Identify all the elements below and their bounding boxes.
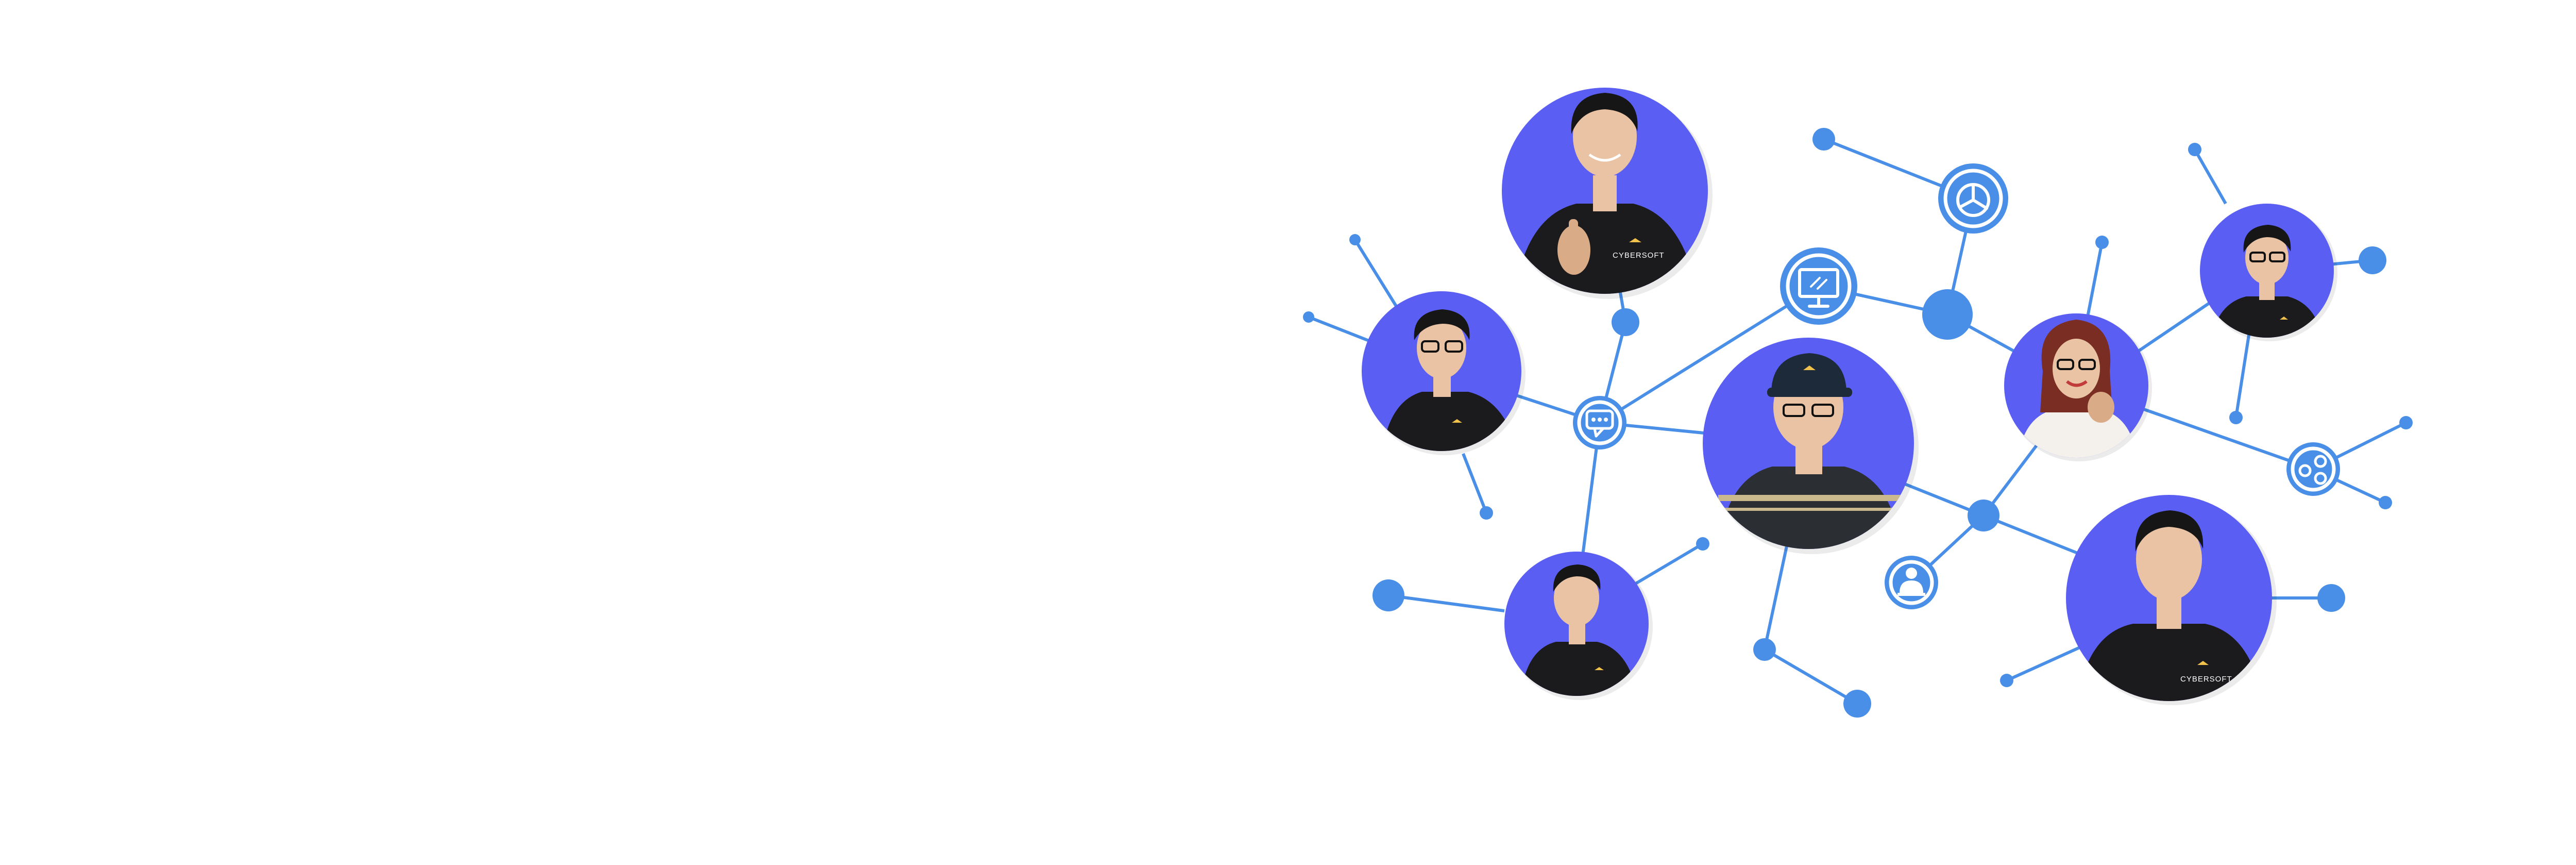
chat-icon bbox=[1573, 396, 1626, 450]
team-member-avatar: CYBERSOFT bbox=[1502, 88, 1713, 299]
team-member-avatar bbox=[1703, 338, 1919, 554]
network-dots bbox=[1303, 128, 2413, 718]
share-icon bbox=[2286, 442, 2340, 496]
team-member-avatar bbox=[2004, 313, 2152, 461]
user-icon bbox=[1885, 556, 1938, 609]
team-member-avatar bbox=[1362, 291, 1526, 455]
shirt-logo-text: CYBERSOFT bbox=[1613, 251, 1665, 260]
shirt-logo-text: CYBERSOFT bbox=[2180, 675, 2232, 684]
team-member-avatar bbox=[1504, 552, 1653, 700]
pie-chart-icon bbox=[1938, 163, 2008, 234]
team-member-avatar bbox=[2200, 204, 2337, 341]
monitor-icon bbox=[1780, 247, 1857, 325]
team-member-avatar: CYBERSOFT bbox=[2066, 495, 2277, 705]
